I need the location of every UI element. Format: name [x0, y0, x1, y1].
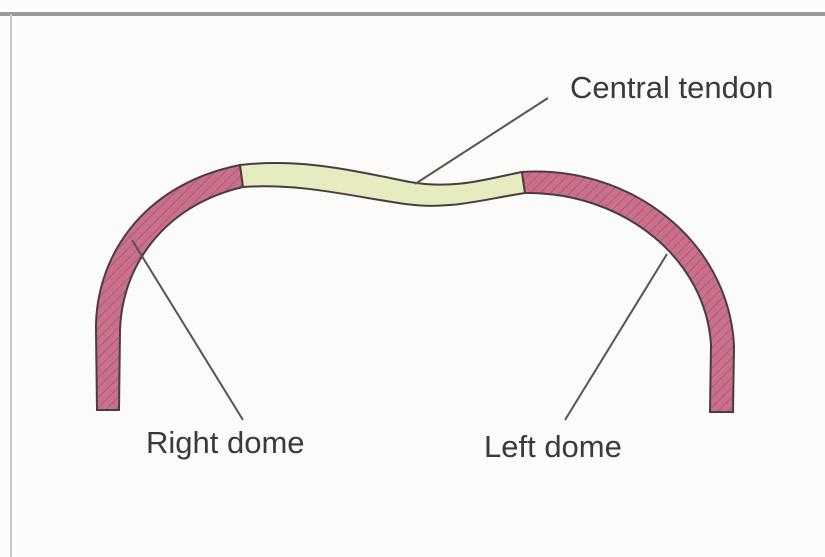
left-dome-shape [522, 172, 734, 412]
right-dome-shape [96, 165, 243, 410]
left-dome-label: Left dome [484, 431, 622, 462]
right-dome-leader [132, 240, 243, 420]
central-tendon-shape [240, 163, 525, 206]
central-tendon-label: Central tendon [570, 72, 773, 103]
left-dome-leader [565, 254, 667, 420]
right-dome-label: Right dome [146, 427, 305, 458]
